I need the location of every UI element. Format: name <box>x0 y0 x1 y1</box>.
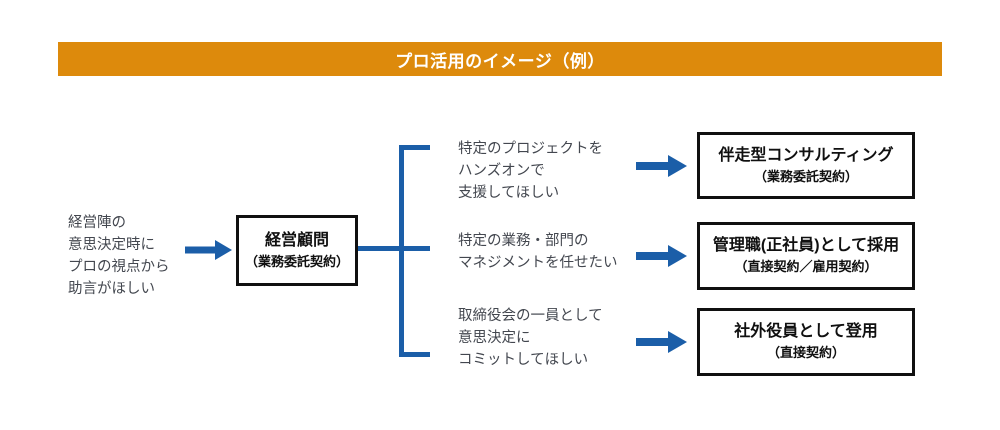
result-box-1: 伴走型コンサルティング （業務委託契約） <box>697 132 915 199</box>
need-text-line-3: プロの視点から <box>68 259 170 275</box>
need-text-line-1: 経営陣の <box>68 215 126 231</box>
need-text-block: 経営陣の 意思決定時に プロの視点から 助言がほしい <box>68 212 170 300</box>
branch-3-need-line-2: 意思決定に <box>458 330 531 346</box>
role-box-title: 経営顧問 <box>264 231 329 249</box>
result-box-1-subtitle: （業務委託契約） <box>753 168 858 184</box>
branch-3-need-line-1: 取締役会の一員として <box>458 308 603 324</box>
result-box-2-subtitle: （直接契約／雇用契約） <box>734 259 878 274</box>
header-banner: プロ活用のイメージ（例） <box>58 42 942 76</box>
arrow-need-to-role <box>185 239 233 261</box>
need-text-line-4: 助言がほしい <box>68 281 155 297</box>
branch-connector <box>358 145 430 357</box>
result-box-3: 社外役員として登用 （直接契約） <box>697 308 915 376</box>
result-box-3-subtitle: （直接契約） <box>766 345 845 360</box>
branch-2-need-text: 特定の業務・部門の マネジメントを任せたい <box>458 230 618 274</box>
branch-1-need-line-3: 支援してほしい <box>458 185 560 201</box>
branch-2-need-line-2: マネジメントを任せたい <box>458 255 618 271</box>
arrow-branch-2 <box>636 244 688 268</box>
result-box-2-title: 管理職(正社員)として採用 <box>712 237 900 254</box>
branch-2-need-line-1: 特定の業務・部門の <box>458 233 589 249</box>
need-text-line-2: 意思決定時に <box>68 237 155 253</box>
result-box-2: 管理職(正社員)として採用 （直接契約／雇用契約） <box>697 222 915 290</box>
branch-1-need-text: 特定のプロジェクトを ハンズオンで 支援してほしい <box>458 138 603 204</box>
role-box-subtitle: （業務委託契約） <box>244 253 349 269</box>
branch-3-need-text: 取締役会の一員として 意思決定に コミットしてほしい <box>458 305 603 371</box>
page-title: プロ活用のイメージ（例） <box>395 51 605 71</box>
result-box-3-title: 社外役員として登用 <box>734 323 878 340</box>
branch-3-need-line-3: コミットしてほしい <box>458 352 589 368</box>
result-box-1-title: 伴走型コンサルティング <box>718 146 894 164</box>
role-box: 経営顧問 （業務委託契約） <box>236 215 358 286</box>
branch-1-need-line-1: 特定のプロジェクトを <box>458 141 603 157</box>
branch-1-need-line-2: ハンズオンで <box>458 163 545 179</box>
arrow-branch-3 <box>636 330 688 354</box>
arrow-branch-1 <box>636 154 688 178</box>
